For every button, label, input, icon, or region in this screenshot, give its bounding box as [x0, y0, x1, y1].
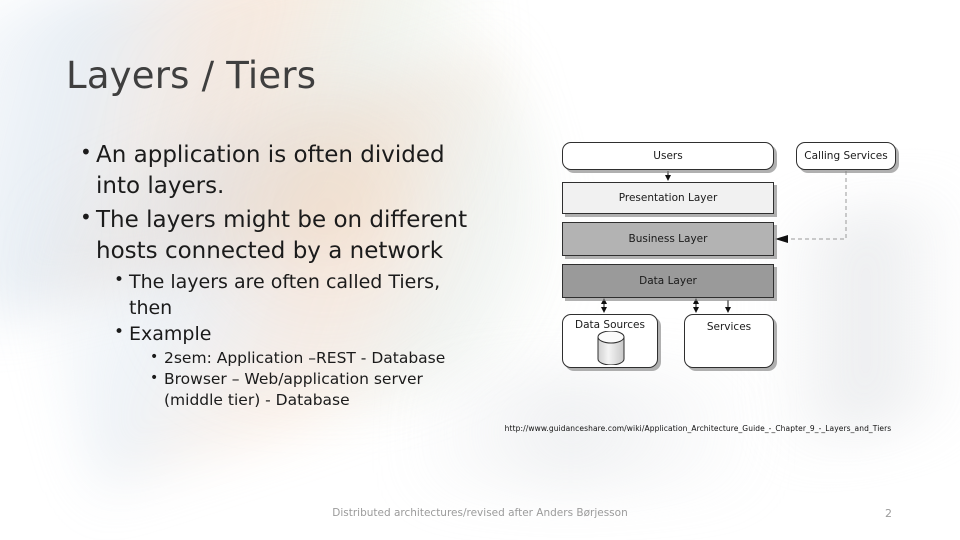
diagram-box-label: Data Layer [639, 275, 697, 287]
arrow-services-to-data-a [693, 298, 699, 304]
diagram-box-users: Users [562, 142, 774, 170]
bullet-glyph: • [80, 205, 92, 230]
architecture-diagram: Users Calling Services Presentation Laye… [556, 138, 936, 378]
database-cylinder-icon [597, 331, 625, 365]
diagram-box-data-sources: Data Sources [562, 314, 658, 368]
bullet-text: Example [129, 322, 212, 345]
bullet-text: Browser – Web/application server (middle… [164, 370, 423, 409]
bullet-glyph: • [150, 349, 159, 366]
bullet-text: The layers might be on different hosts c… [96, 207, 468, 264]
diagram-box-label: Calling Services [804, 150, 888, 162]
diagram-box-label: Business Layer [628, 233, 708, 245]
diagram-box-label: Users [653, 150, 683, 162]
diagram-box-data-layer: Data Layer [562, 264, 774, 298]
diagram-connectors [601, 171, 847, 313]
diagram-box-label: Presentation Layer [618, 192, 718, 204]
bullet-level3: • 2sem: Application –REST - Database [66, 348, 486, 369]
arrow-sources-to-data [601, 298, 607, 304]
bullet-text: The layers are often called Tiers, then [129, 271, 441, 319]
diagram-source-url: http://www.guidanceshare.com/wiki/Applic… [504, 424, 892, 433]
bullet-glyph: • [150, 370, 159, 387]
diagram-box-label: Data Sources [575, 319, 645, 331]
dashed-calling-services-path [782, 171, 847, 240]
slide-title: Layers / Tiers [66, 54, 317, 97]
bullet-text: An application is often divided into lay… [96, 142, 445, 199]
diagram-box-calling-services: Calling Services [796, 142, 896, 170]
slide-footer: Distributed architectures/revised after … [332, 507, 628, 519]
bullet-level1: • The layers might be on different hosts… [66, 205, 486, 266]
diagram-box-services: Services [684, 314, 774, 368]
bullet-level2: • The layers are often called Tiers, the… [66, 270, 486, 321]
bullet-glyph: • [114, 270, 125, 291]
bullet-text: 2sem: Application –REST - Database [164, 349, 446, 368]
diagram-box-label: Services [706, 321, 752, 333]
bullet-list: • An application is often divided into l… [66, 140, 486, 411]
diagram-box-presentation-layer: Presentation Layer [562, 182, 774, 214]
page-number: 2 [885, 507, 892, 520]
bullet-level2: • Example [66, 322, 486, 347]
bullet-glyph: • [114, 321, 125, 342]
arrow-calling-services-to-business [775, 235, 788, 243]
bullet-level1: • An application is often divided into l… [66, 140, 486, 201]
bullet-level3: • Browser – Web/application server (midd… [66, 369, 486, 411]
diagram-box-business-layer: Business Layer [562, 222, 774, 256]
bullet-glyph: • [80, 140, 92, 164]
